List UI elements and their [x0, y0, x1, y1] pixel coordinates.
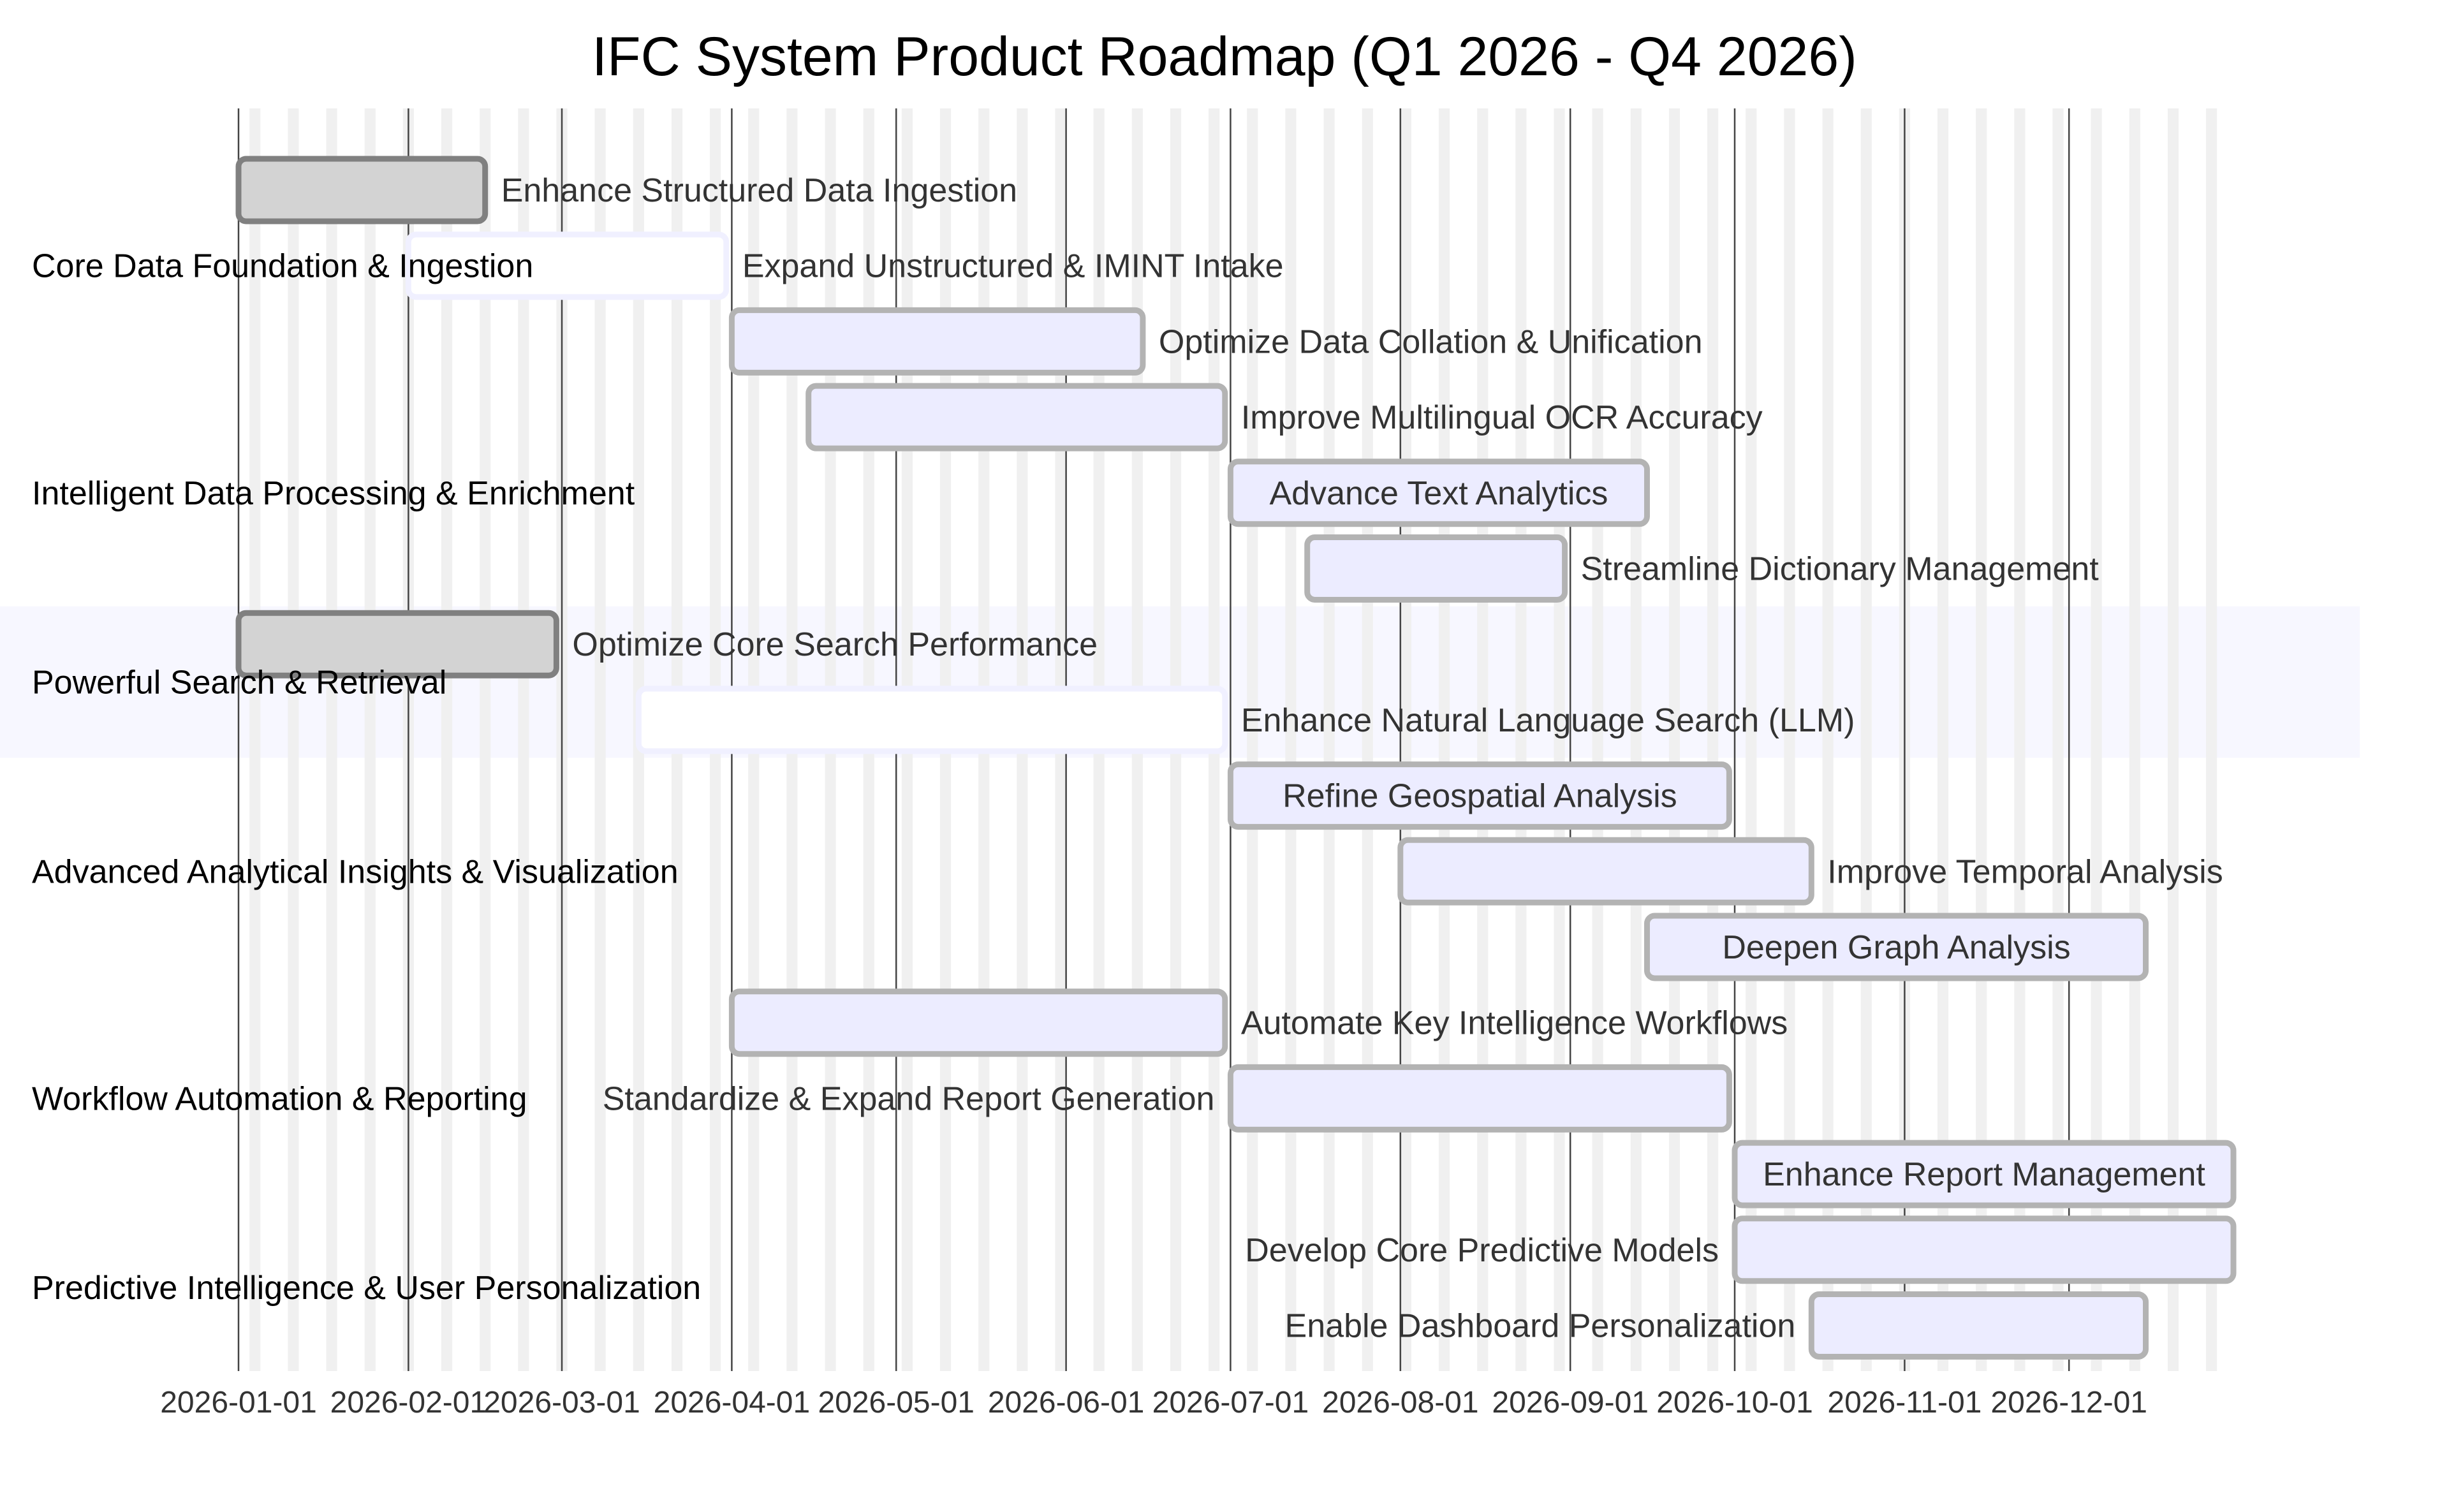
weekend-band [1822, 108, 1834, 1371]
weekend-band [1477, 108, 1489, 1371]
task-label: Optimize Data Collation & Unification [1159, 323, 1703, 360]
task-bar [1732, 1140, 2237, 1208]
weekend-band [1285, 108, 1297, 1371]
task-bar [1644, 913, 2149, 981]
weekend-band [1362, 108, 1373, 1371]
x-tick-label: 2026-06-01 [988, 1386, 1145, 1420]
weekend-band [2129, 108, 2140, 1371]
weekend-band [1860, 108, 1872, 1371]
chart-title: IFC System Product Roadmap (Q1 2026 - Q4… [592, 26, 1857, 87]
weekend-band [288, 108, 299, 1371]
weekend-band [1668, 108, 1680, 1371]
weekend-band [2091, 108, 2102, 1371]
x-tick-label: 2026-12-01 [1990, 1386, 2147, 1420]
task-label: Refine Geospatial Analysis [1283, 778, 1677, 815]
task-bar [405, 231, 730, 300]
weekend-band [1746, 108, 1757, 1371]
task-label: Standardize & Expand Report Generation [603, 1080, 1215, 1117]
weekend-band [594, 108, 606, 1371]
task-bars: Enhance Structured Data IngestionExpand … [235, 156, 2237, 1360]
task-bar [1304, 534, 1568, 603]
weekend-band [1592, 108, 1603, 1371]
section-label: Workflow Automation & Reporting [32, 1080, 527, 1117]
weekend-band [326, 108, 337, 1371]
x-tick-label: 2026-10-01 [1656, 1386, 1813, 1420]
weekend-band [2167, 108, 2179, 1371]
weekend-band [1247, 108, 1258, 1371]
weekend-band [2206, 108, 2217, 1371]
task-bar [235, 610, 559, 679]
weekend-band [1630, 108, 1642, 1371]
task-label: Automate Key Intelligence Workflows [1241, 1005, 1788, 1042]
weekend-band [1784, 108, 1795, 1371]
task-bar [235, 156, 489, 224]
section-label: Core Data Foundation & Ingestion [32, 248, 533, 285]
weekend-band [1976, 108, 1987, 1371]
task-label: Deepen Graph Analysis [1722, 929, 2070, 966]
x-tick-label: 2026-01-01 [160, 1386, 317, 1420]
section-labels: Core Data Foundation & IngestionIntellig… [32, 248, 701, 1307]
weekend-band [364, 108, 376, 1371]
weekend-band [2014, 108, 2026, 1371]
task-bar [1227, 459, 1651, 527]
weekend-band [441, 108, 453, 1371]
task-bar [1397, 837, 1814, 906]
x-tick-label: 2026-03-01 [483, 1386, 640, 1420]
section-label: Intelligent Data Processing & Enrichment [32, 475, 635, 512]
x-tick-label: 2026-09-01 [1492, 1386, 1649, 1420]
section-label: Predictive Intelligence & User Personali… [32, 1270, 701, 1307]
task-label: Develop Core Predictive Models [1245, 1232, 1719, 1269]
weekend-band [1400, 108, 1411, 1371]
task-bar [1227, 1064, 1732, 1133]
task-label: Improve Temporal Analysis [1827, 853, 2223, 890]
x-tick-label: 2026-02-01 [330, 1386, 487, 1420]
task-bar [805, 383, 1228, 451]
weekend-band [2052, 108, 2064, 1371]
x-tick-label: 2026-11-01 [1827, 1386, 1982, 1420]
task-bar [728, 988, 1228, 1057]
weekend-band [1707, 108, 1719, 1371]
task-label: Enhance Structured Data Ingestion [501, 172, 1017, 209]
section-label: Powerful Search & Retrieval [32, 664, 446, 701]
x-tick-label: 2026-08-01 [1322, 1386, 1479, 1420]
task-bar [728, 307, 1146, 376]
weekend-band [518, 108, 529, 1371]
x-tick-label: 2026-07-01 [1152, 1386, 1309, 1420]
weekend-band [249, 108, 261, 1371]
weekend-band [1937, 108, 1949, 1371]
weekend-band [1323, 108, 1335, 1371]
task-label: Expand Unstructured & IMINT Intake [742, 248, 1284, 285]
weekend-band [1554, 108, 1565, 1371]
x-tick-label: 2026-04-01 [654, 1386, 811, 1420]
task-bar [1732, 1215, 2237, 1284]
task-label: Optimize Core Search Performance [572, 626, 1098, 663]
x-tick-label: 2026-05-01 [818, 1386, 974, 1420]
task-label: Enable Dashboard Personalization [1285, 1308, 1796, 1345]
task-bar [1227, 761, 1732, 830]
task-label: Advance Text Analytics [1270, 475, 1608, 512]
weekend-band [1515, 108, 1527, 1371]
weekend-band [1438, 108, 1450, 1371]
weekend-band [480, 108, 491, 1371]
task-bar [1808, 1291, 2149, 1360]
task-label: Enhance Natural Language Search (LLM) [1241, 702, 1855, 739]
task-label: Streamline Dictionary Management [1581, 551, 2100, 588]
section-label: Advanced Analytical Insights & Visualiza… [32, 853, 679, 890]
task-bar [635, 686, 1228, 754]
task-label: Enhance Report Management [1763, 1156, 2205, 1193]
task-label: Improve Multilingual OCR Accuracy [1241, 399, 1763, 436]
